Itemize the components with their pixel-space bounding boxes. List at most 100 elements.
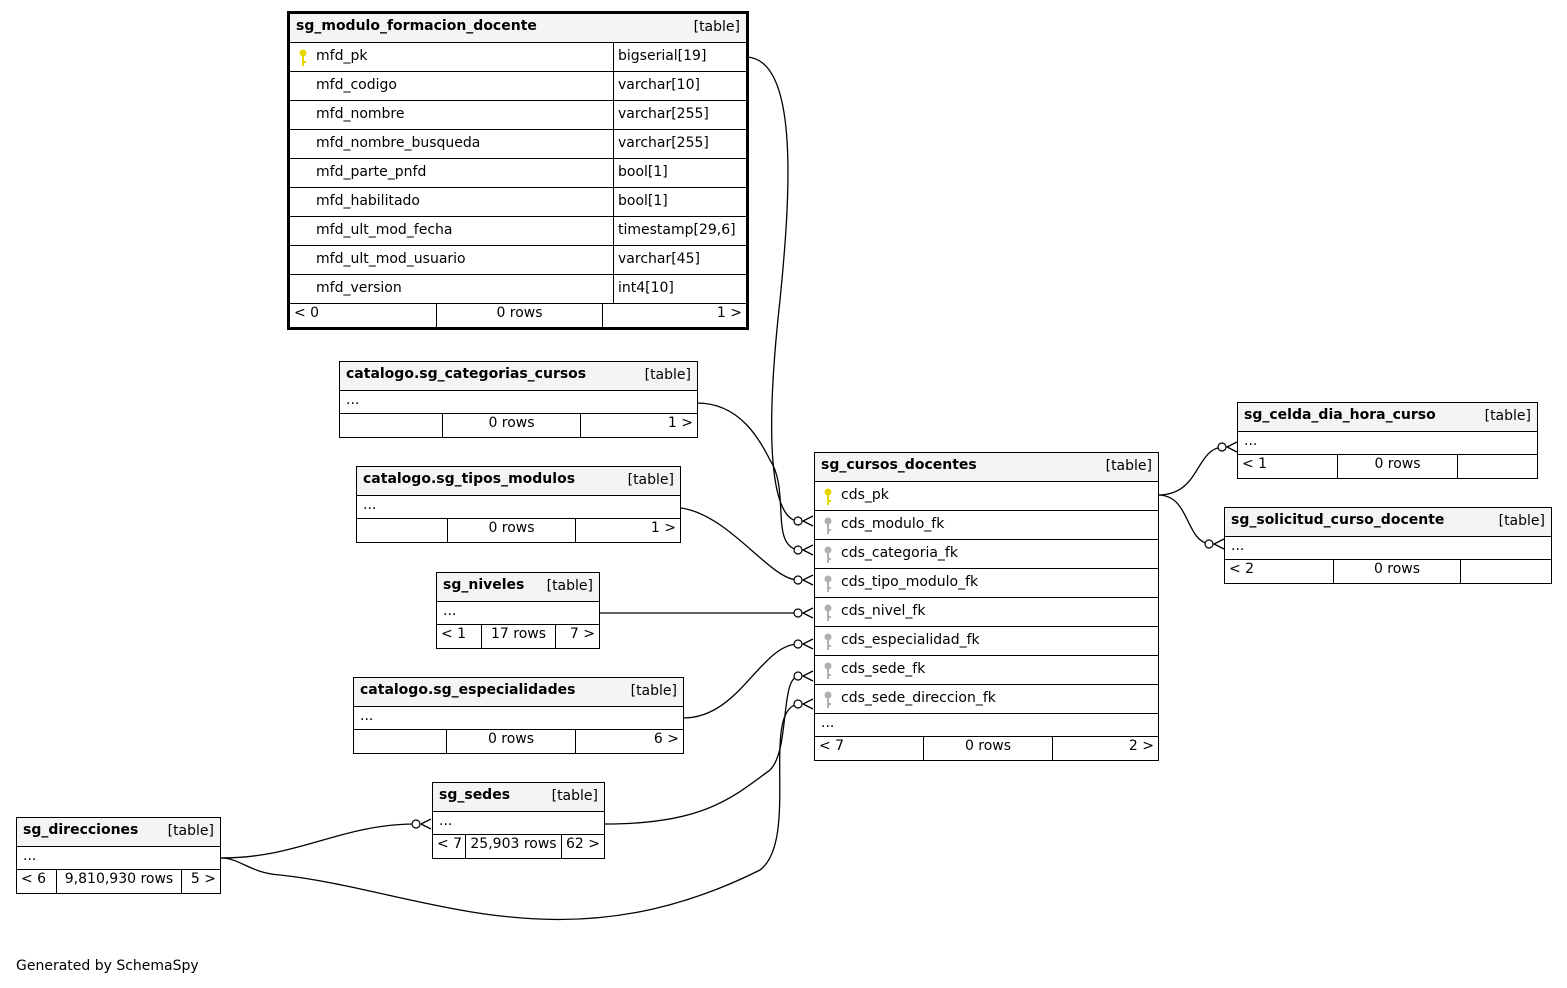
edge-sed-to-cds-sede <box>604 675 799 825</box>
table-name: sg_celda_dia_hora_curso <box>1244 407 1436 423</box>
column-row: cds_nivel_fk <box>815 598 1158 627</box>
table-sg-tipos-modulos[interactable]: catalogo.sg_tipos_modulos [table] ... 0 … <box>356 466 681 543</box>
columns-ellipsis: ... <box>354 707 683 730</box>
column-name: mfd_nombre_busqueda <box>316 135 481 151</box>
column-name: mfd_parte_pnfd <box>316 164 427 180</box>
children-count[interactable]: 1 > <box>667 415 693 431</box>
columns-ellipsis: ... <box>1225 537 1551 560</box>
parents-count[interactable] <box>357 519 447 542</box>
table-header: sg_direcciones [table] <box>17 818 220 847</box>
row-count: 9,810,930 rows <box>56 870 182 893</box>
table-kind: [table] <box>1105 458 1152 474</box>
column-type: varchar[255] <box>618 135 709 151</box>
table-sg-modulo-formacion-docente[interactable]: sg_modulo_formacion_docente [table] mfd_… <box>287 11 749 330</box>
children-count[interactable]: 2 > <box>1128 738 1154 754</box>
table-kind: [table] <box>1484 408 1531 424</box>
parents-count[interactable]: < 1 <box>441 626 467 642</box>
table-name: catalogo.sg_categorias_cursos <box>346 366 587 382</box>
column-name: cds_categoria_fk <box>841 545 958 561</box>
parents-count[interactable]: < 7 <box>437 836 463 852</box>
ellipsis-text: ... <box>363 497 377 513</box>
parents-count[interactable]: < 2 <box>1229 561 1255 577</box>
parents-count[interactable] <box>340 414 442 437</box>
table-sg-celda-dia-hora-curso[interactable]: sg_celda_dia_hora_curso [table] ... < 1 … <box>1237 402 1538 479</box>
table-kind: [table] <box>546 578 593 594</box>
table-sg-sedes[interactable]: sg_sedes [table] ... < 7 25,903 rows 62 … <box>432 782 605 859</box>
edge-dir-to-cds-sede-direccion <box>220 703 799 921</box>
column-type: int4[10] <box>618 280 674 296</box>
table-name: catalogo.sg_tipos_modulos <box>363 471 576 487</box>
table-footer: < 7 25,903 rows 62 > <box>433 835 604 858</box>
columns-ellipsis: ... <box>815 714 1158 737</box>
column-name: mfd_version <box>316 280 402 296</box>
table-name: sg_solicitud_curso_docente <box>1231 512 1445 528</box>
column-name: cds_tipo_modulo_fk <box>841 574 979 590</box>
children-count[interactable]: 62 > <box>566 836 600 852</box>
column-row: cds_tipo_modulo_fk <box>815 569 1158 598</box>
children-count[interactable]: 5 > <box>190 871 216 887</box>
primary-key-icon <box>299 49 307 66</box>
children-count[interactable] <box>1461 560 1551 583</box>
foreign-key-icon <box>824 517 832 534</box>
children-count[interactable]: 1 > <box>650 520 676 536</box>
parents-count[interactable]: < 1 <box>1242 456 1268 472</box>
table-kind: [table] <box>693 19 740 35</box>
table-header: sg_solicitud_curso_docente [table] <box>1225 508 1551 537</box>
ellipsis-text: ... <box>1231 538 1245 554</box>
table-kind: [table] <box>167 823 214 839</box>
children-count[interactable]: 6 > <box>653 731 679 747</box>
table-kind: [table] <box>551 788 598 804</box>
table-kind: [table] <box>627 472 674 488</box>
column-type: varchar[255] <box>618 106 709 122</box>
children-count[interactable]: 7 > <box>569 626 595 642</box>
column-name: mfd_ult_mod_fecha <box>316 222 453 238</box>
column-row: cds_sede_direccion_fk <box>815 685 1158 714</box>
table-sg-categorias-cursos[interactable]: catalogo.sg_categorias_cursos [table] ..… <box>339 361 698 438</box>
column-row: mfd_nombre_busqueda varchar[255] <box>290 130 746 159</box>
table-name: sg_direcciones <box>23 822 139 838</box>
table-header: sg_cursos_docentes [table] <box>815 453 1158 482</box>
row-count: 0 rows <box>446 730 576 753</box>
column-row: mfd_version int4[10] <box>290 275 746 304</box>
columns-ellipsis: ... <box>357 496 680 519</box>
parents-count[interactable] <box>354 730 446 753</box>
column-type: bool[1] <box>618 193 668 209</box>
columns-ellipsis: ... <box>1238 432 1537 455</box>
foreign-key-icon <box>824 691 832 708</box>
parents-count[interactable]: < 7 <box>819 738 845 754</box>
column-name: cds_nivel_fk <box>841 603 926 619</box>
table-sg-niveles[interactable]: sg_niveles [table] ... < 1 17 rows 7 > <box>436 572 600 649</box>
table-header: sg_celda_dia_hora_curso [table] <box>1238 403 1537 432</box>
row-count: 0 rows <box>923 737 1053 760</box>
children-count[interactable] <box>1458 455 1537 478</box>
table-sg-solicitud-curso-docente[interactable]: sg_solicitud_curso_docente [table] ... <… <box>1224 507 1552 584</box>
row-count: 0 rows <box>442 414 581 437</box>
foreign-key-icon <box>824 546 832 563</box>
primary-key-icon <box>824 488 832 505</box>
ellipsis-text: ... <box>1244 433 1258 449</box>
table-header: catalogo.sg_categorias_cursos [table] <box>340 362 697 391</box>
foreign-key-icon <box>824 633 832 650</box>
parents-count[interactable]: < 6 <box>21 871 47 887</box>
table-kind: [table] <box>1498 513 1545 529</box>
column-row: cds_sede_fk <box>815 656 1158 685</box>
table-sg-direcciones[interactable]: sg_direcciones [table] ... < 6 9,810,930… <box>16 817 221 894</box>
table-footer: < 6 9,810,930 rows 5 > <box>17 870 220 893</box>
parents-count[interactable]: < 0 <box>294 305 320 321</box>
table-sg-especialidades[interactable]: catalogo.sg_especialidades [table] ... 0… <box>353 677 684 754</box>
ellipsis-text: ... <box>821 715 835 731</box>
columns-ellipsis: ... <box>17 847 220 870</box>
table-kind: [table] <box>644 367 691 383</box>
children-count[interactable]: 1 > <box>716 305 742 321</box>
table-header: catalogo.sg_especialidades [table] <box>354 678 683 707</box>
table-sg-cursos-docentes[interactable]: sg_cursos_docentes [table] cds_pk cds_mo… <box>814 452 1159 761</box>
column-name: mfd_habilitado <box>316 193 420 209</box>
ellipsis-text: ... <box>23 848 37 864</box>
column-type: varchar[45] <box>618 251 700 267</box>
table-footer: < 7 0 rows 2 > <box>815 737 1158 760</box>
columns-ellipsis: ... <box>437 602 599 625</box>
